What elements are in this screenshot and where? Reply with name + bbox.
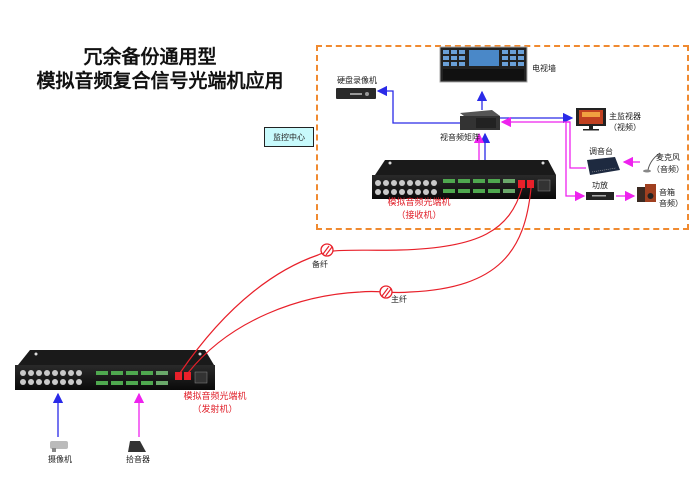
title-line-1: 冗余备份通用型 (83, 46, 217, 68)
microphone-device (643, 152, 661, 173)
main-monitor-label-2: （视频） (609, 123, 641, 132)
video-wall-device (439, 46, 528, 83)
bnc-connectors (375, 180, 437, 195)
dvr-label: 硬盘录像机 (337, 76, 377, 85)
matrix-to-dvr-line (376, 85, 460, 124)
main-fiber-line (187, 187, 532, 374)
backup-fiber-label: 备纤 (312, 260, 328, 269)
mixer-device (587, 157, 620, 175)
dvr-device (336, 88, 376, 99)
av-matrix-device (460, 110, 500, 130)
backup-fiber-line (179, 187, 523, 374)
mixer-label: 调音台 (589, 147, 613, 156)
receiver-label-1: 模拟音频光端机 (387, 198, 451, 208)
power-socket (537, 179, 551, 192)
main-fiber-icon (379, 285, 393, 299)
transmitter-label-2: （发射机） (192, 405, 238, 415)
pickup-label: 拾音器 (126, 455, 150, 464)
audio-terminal-blocks (443, 179, 515, 193)
pickup-device (128, 441, 146, 452)
transmitter-label-1: 模拟音频光端机 (183, 392, 247, 402)
speaker-label-1: 音箱 (659, 188, 675, 197)
fiber-port-1 (518, 180, 525, 188)
amplifier-device (586, 192, 614, 200)
transmitter-optical-transceiver (15, 350, 215, 390)
video-wall-label: 电视墙 (532, 64, 556, 73)
main-monitor-device (576, 108, 606, 131)
amplifier-label: 功放 (592, 181, 608, 190)
main-fiber-label: 主纤 (391, 295, 407, 304)
microphone-label-1: 麦克风 (656, 153, 680, 162)
monitoring-center-zone (316, 45, 689, 230)
camera-label: 摄像机 (48, 455, 72, 464)
receiver-label-2: （接收机） (396, 211, 442, 221)
camera-device (50, 441, 68, 452)
main-monitor-label-1: 主监视器 (609, 112, 641, 121)
video-signal-lines (52, 85, 574, 437)
microphone-label-2: （音频） (652, 165, 684, 174)
transmitter-label: 模拟音频光端机 （发射机） (170, 391, 260, 417)
av-matrix-label: 视音频矩阵 (440, 133, 480, 142)
mixer-to-matrix-line (500, 116, 586, 169)
fiber-lines (179, 187, 532, 374)
speaker-device (637, 184, 656, 202)
audio-signal-lines (133, 116, 640, 437)
fiber-port-2 (527, 180, 534, 188)
matrix-to-amplifier-line (565, 121, 586, 202)
receiver-optical-transceiver (372, 160, 556, 199)
title-line-2: 模拟音频复合信号光端机应用 (36, 70, 284, 92)
backup-fiber-icon (320, 243, 334, 257)
speaker-label-2: 音频） (659, 199, 683, 208)
monitoring-center-label: 监控中心 (264, 127, 314, 147)
receiver-label: 模拟音频光端机 （接收机） (374, 197, 464, 223)
